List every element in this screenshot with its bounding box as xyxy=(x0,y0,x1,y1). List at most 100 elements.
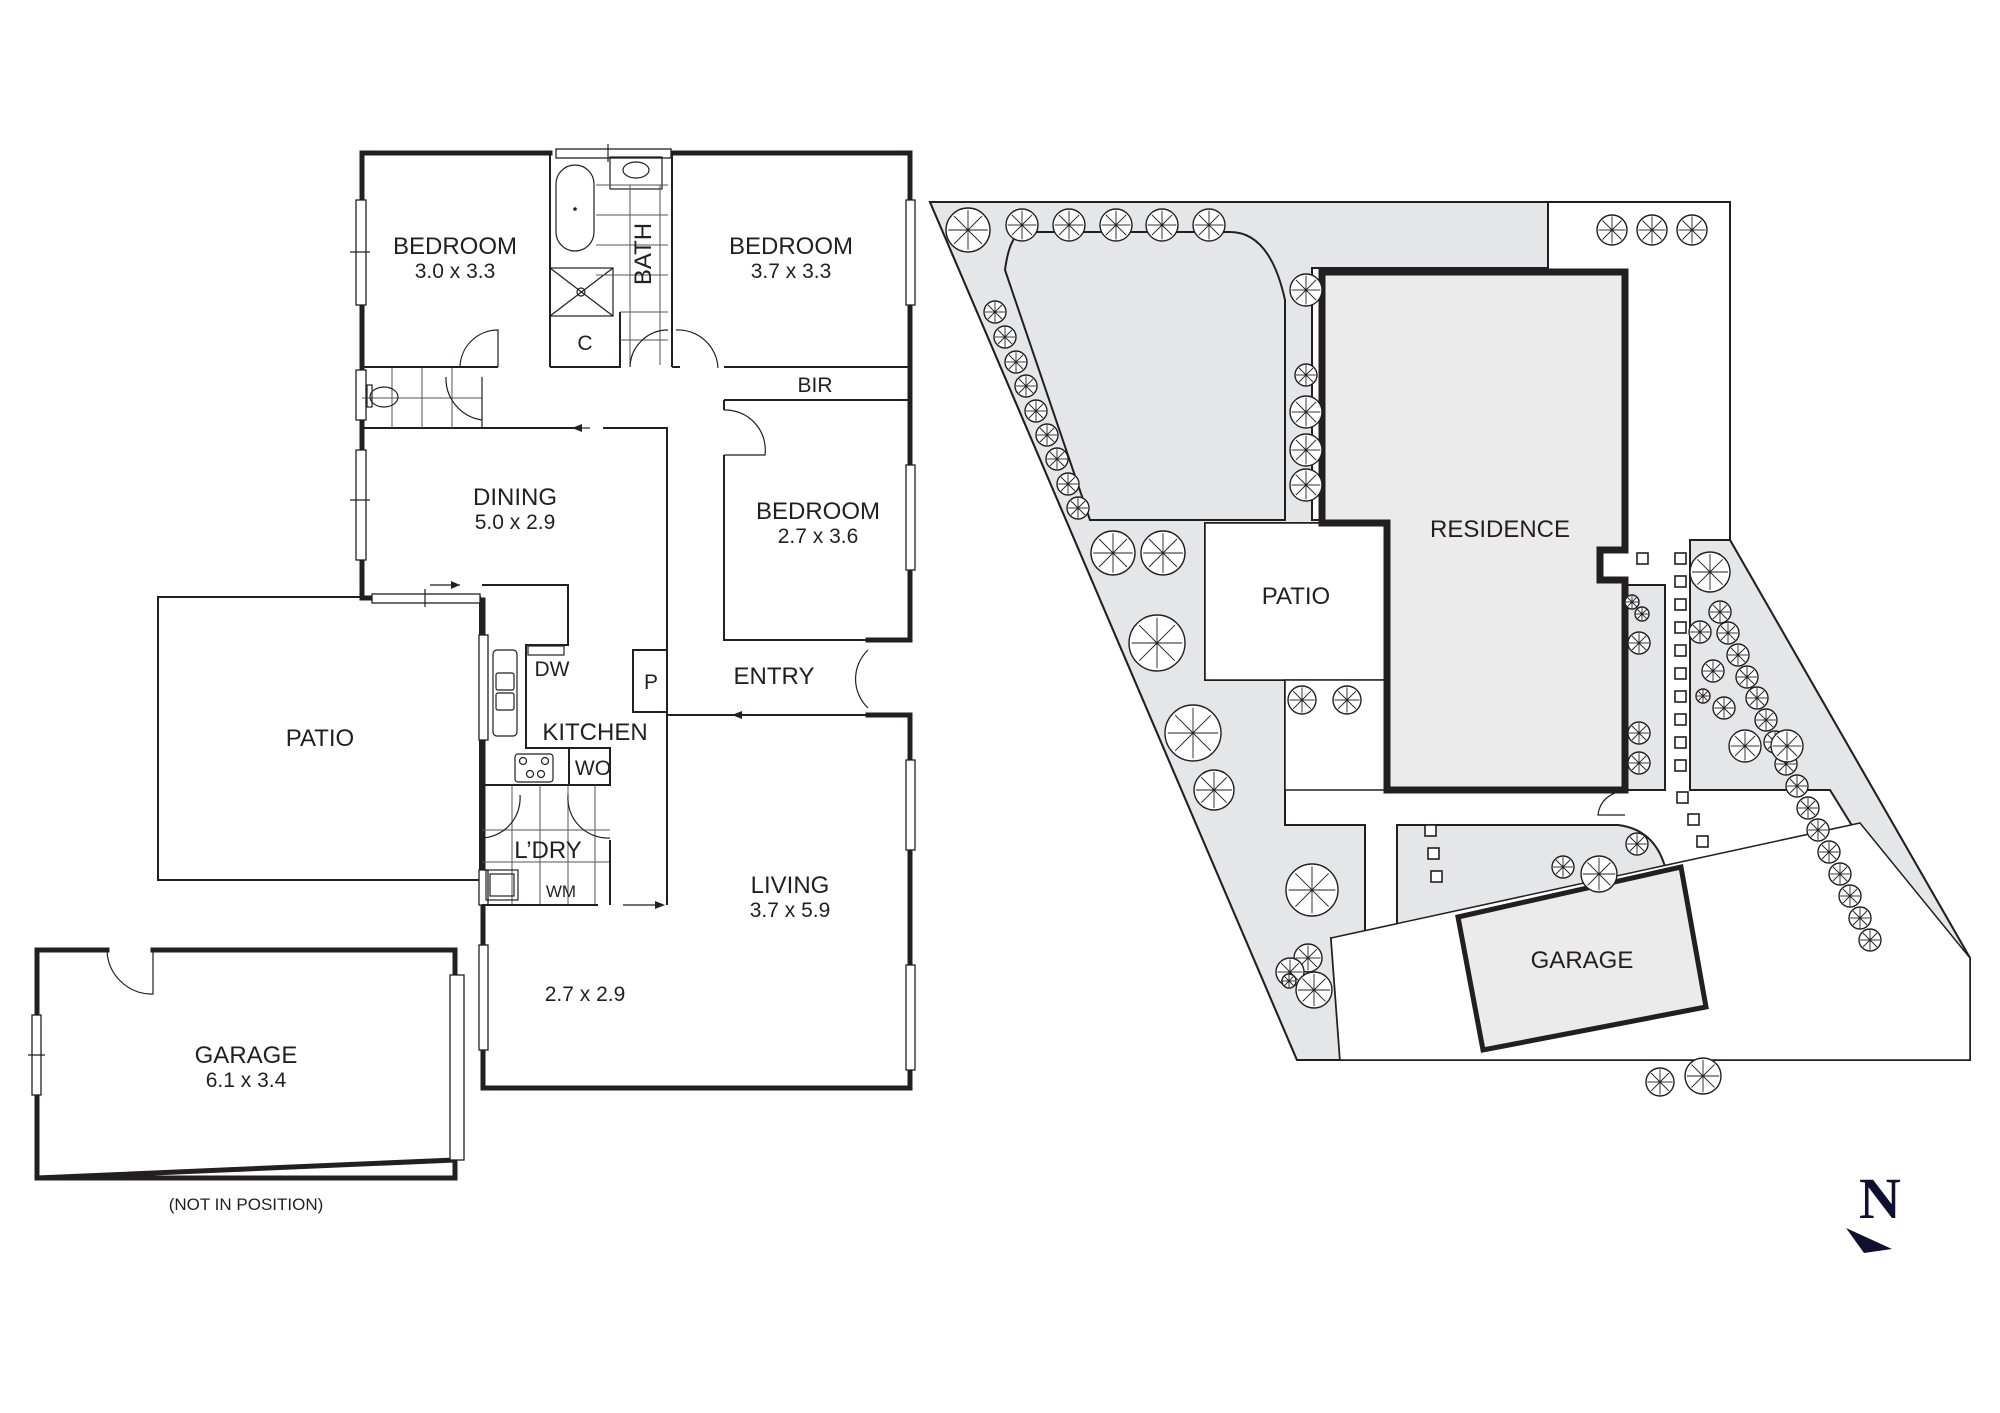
tree-icon xyxy=(1754,708,1778,732)
garage-size: 6.1 x 3.4 xyxy=(206,1069,287,1092)
tree-icon xyxy=(1627,721,1651,745)
dishwasher-label: DW xyxy=(535,658,570,681)
tree-layer xyxy=(945,207,1882,1097)
entry-label: ENTRY xyxy=(734,663,815,690)
tree-icon xyxy=(1676,214,1708,246)
tree-icon xyxy=(1770,729,1804,763)
site-patio xyxy=(1204,522,1388,681)
tree-icon xyxy=(1285,863,1339,917)
tree-icon xyxy=(1045,447,1069,471)
bedroom1-size: 3.0 x 3.3 xyxy=(415,260,496,283)
bedroom3-label: BEDROOM xyxy=(756,498,880,525)
tree-icon xyxy=(1701,659,1725,683)
tree-icon xyxy=(1090,530,1136,576)
tree-icon xyxy=(1745,686,1769,710)
tree-icon xyxy=(1164,704,1222,762)
pantry-label: P xyxy=(644,671,658,694)
tree-icon xyxy=(1712,696,1736,720)
tree-icon xyxy=(1838,884,1862,908)
bedroom3-size: 2.7 x 3.6 xyxy=(778,525,859,548)
tree-icon xyxy=(1728,729,1762,763)
patio-label: PATIO xyxy=(286,725,354,752)
tree-icon xyxy=(1056,472,1080,496)
house-floor-plan: BEDROOM 3.0 x 3.3 BEDROOM 3.7 x 3.3 BEDR… xyxy=(28,144,916,1214)
tree-icon xyxy=(1066,496,1090,520)
tree-icon xyxy=(1645,1067,1675,1097)
tree-icon xyxy=(1726,643,1750,667)
tree-icon xyxy=(1806,818,1830,842)
tree-icon xyxy=(983,300,1007,324)
north-arrow-icon: N xyxy=(1846,1166,1901,1253)
tree-icon xyxy=(1295,971,1333,1009)
tree-icon xyxy=(1708,600,1732,624)
living-label: LIVING xyxy=(751,872,830,899)
tree-icon xyxy=(1634,606,1650,622)
tree-icon xyxy=(1596,214,1628,246)
tree-icon xyxy=(1294,363,1318,387)
bath-label: BATH xyxy=(630,223,657,285)
tree-icon xyxy=(1289,433,1323,467)
dining-label: DINING xyxy=(473,484,557,511)
tree-icon xyxy=(1287,685,1317,715)
tree-icon xyxy=(1627,631,1651,655)
tree-icon xyxy=(1024,399,1048,423)
garage-label: GARAGE xyxy=(195,1042,298,1069)
bedroom2-label: BEDROOM xyxy=(729,233,853,260)
dining-size: 5.0 x 2.9 xyxy=(475,511,556,534)
site-patio-label: PATIO xyxy=(1262,583,1330,610)
tree-icon xyxy=(1035,423,1059,447)
garage-note: (NOT IN POSITION) xyxy=(169,1195,324,1214)
living-nook-size: 2.7 x 2.9 xyxy=(545,983,626,1006)
tree-icon xyxy=(1332,685,1362,715)
bedroom1-label: BEDROOM xyxy=(393,233,517,260)
tree-icon xyxy=(1145,208,1179,242)
tree-icon xyxy=(1140,530,1186,576)
site-plan xyxy=(928,201,1972,1061)
tree-icon xyxy=(1289,273,1323,307)
wall-oven-label: WO xyxy=(575,757,611,780)
tree-icon xyxy=(1817,840,1841,864)
tree-icon xyxy=(1052,208,1086,242)
residence-label: RESIDENCE xyxy=(1430,516,1570,543)
tree-icon xyxy=(1627,751,1651,775)
tree-icon xyxy=(1192,208,1226,242)
tree-icon xyxy=(1004,350,1028,374)
cupboard-label: C xyxy=(577,332,592,355)
tree-icon xyxy=(1580,855,1618,893)
tree-icon xyxy=(1625,832,1649,856)
tree-icon xyxy=(1858,928,1882,952)
tree-icon xyxy=(1695,688,1711,704)
kitchen-label: KITCHEN xyxy=(542,719,647,746)
tree-icon xyxy=(1551,855,1575,879)
tree-icon xyxy=(1689,551,1731,593)
tree-icon xyxy=(1289,468,1323,502)
tree-icon xyxy=(1735,665,1759,689)
tree-icon xyxy=(1099,208,1133,242)
laundry-label: L’DRY xyxy=(514,837,582,864)
tree-icon xyxy=(1014,374,1038,398)
tree-icon xyxy=(993,325,1017,349)
tree-icon xyxy=(1128,614,1186,672)
tree-icon xyxy=(1281,973,1297,989)
tree-icon xyxy=(1848,906,1872,930)
tree-icon xyxy=(1289,395,1323,429)
living-size: 3.7 x 5.9 xyxy=(750,899,831,922)
residence-footprint xyxy=(1318,268,1629,794)
washing-machine-label: WM xyxy=(546,882,576,901)
tree-icon xyxy=(1785,774,1809,798)
tree-icon xyxy=(1716,621,1740,645)
compass-letter: N xyxy=(1859,1166,1901,1231)
tree-icon xyxy=(1684,1057,1722,1095)
tree-icon xyxy=(1796,796,1820,820)
tree-icon xyxy=(1688,620,1712,644)
stepping-stones xyxy=(1424,552,1709,883)
tree-icon xyxy=(1636,214,1668,246)
tree-icon xyxy=(1828,862,1852,886)
tree-icon xyxy=(1624,594,1640,610)
site-garage-label: GARAGE xyxy=(1531,947,1634,974)
tree-icon xyxy=(945,207,991,253)
bedroom2-size: 3.7 x 3.3 xyxy=(751,260,832,283)
bir-label: BIR xyxy=(797,374,832,397)
tree-icon xyxy=(1005,208,1039,242)
